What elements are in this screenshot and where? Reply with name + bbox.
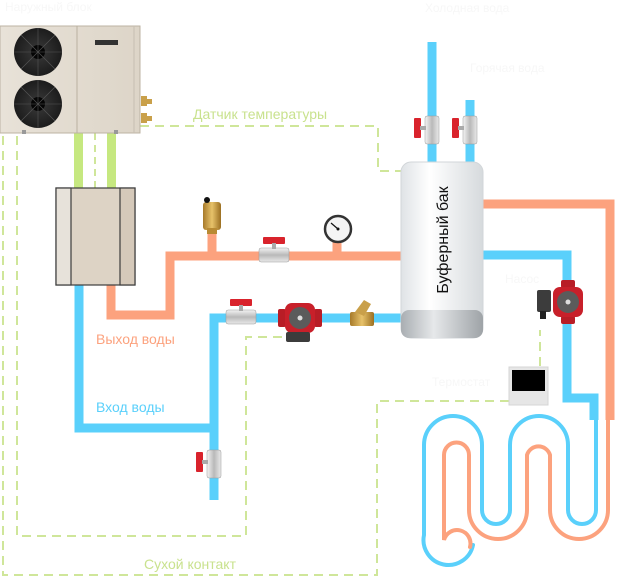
air-vent-icon (203, 197, 221, 234)
temperature-sensor-label: Датчик температуры (193, 106, 327, 122)
buffer-tank-label: Буферный бак (435, 185, 452, 293)
cold-pipe-floor-return (478, 250, 599, 420)
water-outlet-label: Выход воды (96, 331, 175, 347)
pump-control-line (16, 136, 285, 537)
circulation-pump-icon[interactable] (278, 303, 322, 342)
brand-logo (95, 40, 118, 45)
pipe-fitting-icon (141, 96, 152, 123)
thermostat-icon[interactable] (508, 366, 549, 406)
circulation-pump-icon[interactable] (537, 280, 583, 324)
pump-label: Насос (505, 272, 539, 286)
faint-labels: Наружный блок Холодная вода Горячая вода… (5, 0, 545, 389)
cold-pipes (74, 42, 599, 500)
floor-heating-loop (421, 414, 610, 567)
ball-valve-icon[interactable] (414, 115, 440, 145)
hot-pipe-hydro-out (106, 251, 404, 320)
water-inlet-label: Вход воды (96, 399, 165, 415)
fan-icon (14, 80, 62, 128)
temperature-sensor-line (140, 125, 402, 172)
buffer-tank: Буферный бак (400, 161, 484, 339)
refrigerant-pipes (74, 133, 116, 189)
cold-water-label: Холодная вода (425, 1, 510, 15)
hot-water-label: Горячая вода (470, 61, 545, 75)
ball-valve-icon[interactable] (258, 237, 290, 263)
ball-valve-icon[interactable] (452, 115, 478, 145)
hot-pipe-floor-supply (478, 199, 615, 420)
dry-contact-label: Сухой контакт (144, 556, 237, 572)
hydro-module (55, 187, 136, 286)
manometer-icon (323, 214, 353, 244)
fan-icon (14, 28, 62, 76)
drain-valve-icon[interactable] (196, 449, 222, 479)
strainer-icon (350, 300, 374, 326)
outdoor-unit (0, 25, 152, 134)
outdoor-unit-label: Наружный блок (5, 0, 92, 14)
thermostat-label: Термостат (432, 375, 491, 389)
ball-valve-icon[interactable] (225, 299, 257, 325)
